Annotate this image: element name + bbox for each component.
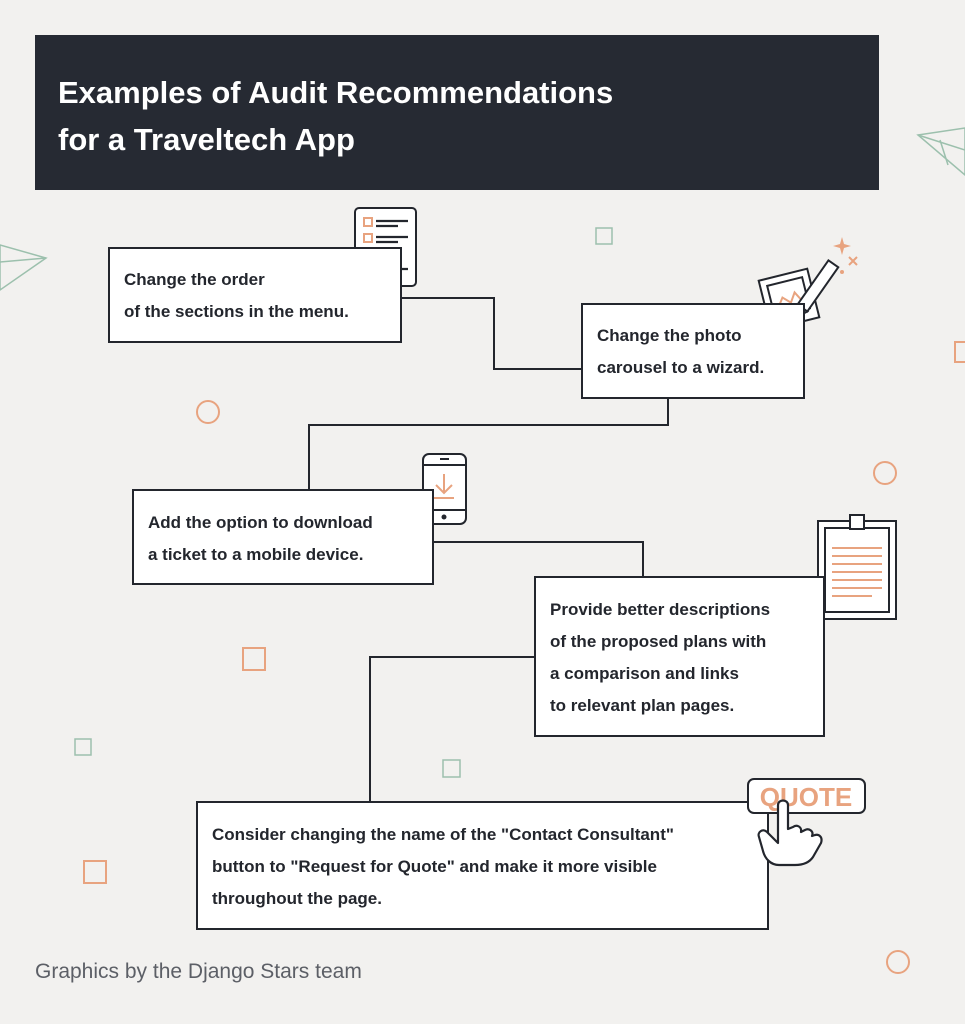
- paper-plane-icon: [0, 244, 48, 291]
- header-banner: Examples of Audit Recommendations for a …: [35, 35, 879, 190]
- page-title: Examples of Audit Recommendations for a …: [58, 75, 614, 157]
- connector-4-5: [369, 656, 534, 801]
- connector-1-2: [402, 297, 581, 370]
- decor-square: [83, 860, 107, 884]
- recommendation-box-1: Change the order of the sections in the …: [108, 247, 402, 343]
- recommendation-box-2: Change the photo carousel to a wizard.: [581, 303, 805, 399]
- connector-3-4: [434, 541, 644, 576]
- decor-circle: [196, 400, 220, 424]
- recommendation-text: Add the option to download a ticket to a…: [148, 513, 373, 564]
- decor-square: [954, 341, 965, 363]
- quote-button-click-icon: QUOTE: [747, 778, 866, 867]
- clipboard-document-icon: [817, 514, 897, 620]
- recommendation-text: Consider changing the name of the "Conta…: [212, 825, 674, 908]
- recommendation-box-4: Provide better descriptions of the propo…: [534, 576, 825, 737]
- footer-credit: Graphics by the Django Stars team: [35, 960, 362, 983]
- recommendation-box-5: Consider changing the name of the "Conta…: [196, 801, 769, 930]
- recommendation-text: Provide better descriptions of the propo…: [550, 600, 771, 715]
- recommendation-text: Change the photo carousel to a wizard.: [597, 326, 765, 377]
- decor-square: [442, 759, 461, 778]
- quote-button-label: QUOTE: [760, 782, 852, 812]
- paper-plane-icon: [916, 127, 965, 176]
- decor-square: [595, 227, 613, 245]
- recommendation-text: Change the order of the sections in the …: [124, 270, 349, 321]
- recommendation-box-3: Add the option to download a ticket to a…: [132, 489, 434, 585]
- decor-square: [74, 738, 92, 756]
- decor-square: [242, 647, 266, 671]
- hand-pointer-icon: [757, 799, 823, 867]
- connector-2-3: [308, 399, 669, 489]
- decor-circle: [886, 950, 910, 974]
- decor-circle: [873, 461, 897, 485]
